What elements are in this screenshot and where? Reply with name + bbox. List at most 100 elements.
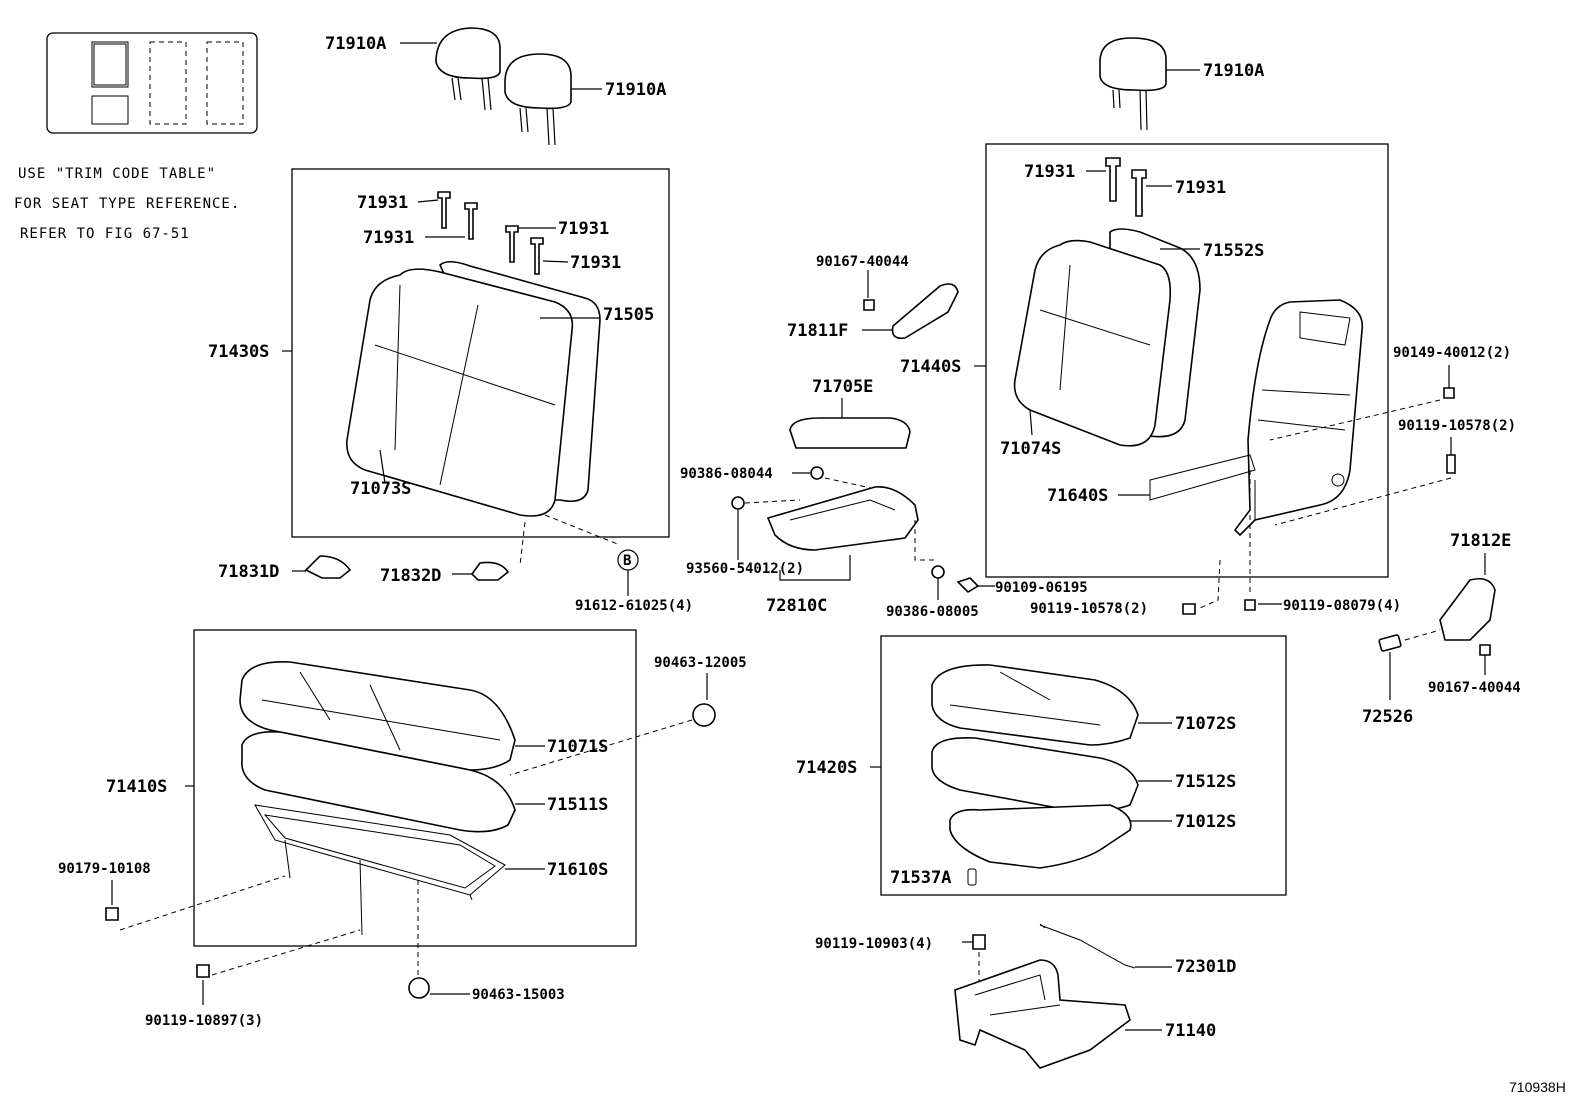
cushion-right-frame [949, 804, 1132, 869]
bolt-90109-06195 [956, 577, 980, 594]
seatback-left-pad [346, 268, 574, 517]
label-90179-10108: 90179-10108 [58, 861, 151, 877]
label-91612-61025: 91612-61025(4) [575, 598, 693, 614]
headrest-guides-left [437, 191, 544, 275]
label-71511s: 71511S [547, 795, 608, 815]
label-71505: 71505 [603, 305, 654, 325]
label-71831d: 71831D [218, 562, 279, 582]
cushion-right-pad [931, 664, 1139, 746]
hinge-cover-1 [304, 555, 352, 579]
seat-release-cable [1039, 923, 1136, 969]
label-72526: 72526 [1362, 707, 1413, 727]
trim-code-legend [46, 32, 258, 134]
left-seatback-frame [291, 168, 670, 538]
label-71140: 71140 [1165, 1021, 1216, 1041]
label-71074s: 71074S [1000, 439, 1061, 459]
bolt-90119-10903 [972, 934, 986, 950]
bolt-90119-08079 [1244, 599, 1256, 611]
seatback-right-pad [1013, 239, 1172, 447]
bolt-90119-10578 [1446, 454, 1456, 474]
headrest-left-1 [435, 27, 501, 111]
hinge-cover-71811f [863, 283, 959, 340]
hook-90463-15003 [408, 977, 430, 999]
label-71071s: 71071S [547, 737, 608, 757]
label-72301d: 72301D [1175, 957, 1236, 977]
cushion-left-pad [239, 661, 516, 771]
label-71931-4: 71931 [570, 253, 621, 273]
label-71552s: 71552S [1203, 241, 1264, 261]
label-71640s: 71640S [1047, 486, 1108, 506]
label-90119-10578-1: 90119-10578(2) [1398, 418, 1516, 434]
label-71440s: 71440S [900, 357, 961, 377]
clip-72526 [1378, 634, 1402, 652]
label-90167-40044-1: 90167-40044 [816, 254, 909, 270]
circle-b-marker: B [617, 549, 639, 571]
label-71910a-3: 71910A [1203, 61, 1264, 81]
label-90463-15003: 90463-15003 [472, 987, 565, 1003]
label-71705e: 71705E [812, 377, 873, 397]
label-71931-6: 71931 [1175, 178, 1226, 198]
label-71072s: 71072S [1175, 714, 1236, 734]
clip-71537a [967, 868, 977, 886]
cushion-left-frame [254, 804, 506, 936]
circle-b-letter: B [623, 553, 631, 569]
headrest-right [1099, 37, 1167, 131]
label-72810c: 72810C [766, 596, 827, 616]
bolt-90119-10578-b [1182, 603, 1196, 615]
seatback-frame-right [1149, 299, 1364, 537]
seat-leg-frame [954, 959, 1131, 1069]
console-box [766, 486, 919, 551]
label-90109-06195: 90109-06195 [995, 580, 1088, 596]
grommet-1 [810, 466, 824, 480]
label-71610s: 71610S [547, 860, 608, 880]
label-90119-10897: 90119-10897(3) [145, 1013, 263, 1029]
label-90119-08079: 90119-08079(4) [1283, 598, 1401, 614]
label-71931-2: 71931 [363, 228, 414, 248]
label-90149-40012: 90149-40012(2) [1393, 345, 1511, 361]
headrest-guides-right [1105, 157, 1147, 217]
bolt-90119-10897 [196, 964, 210, 978]
cushion-right-cover [931, 736, 1139, 813]
label-90119-10903: 90119-10903(4) [815, 936, 933, 952]
label-90386-08044: 90386-08044 [680, 466, 773, 482]
bolt-90149-40012 [1443, 387, 1455, 399]
label-71512s: 71512S [1175, 772, 1236, 792]
label-71931-1: 71931 [357, 193, 408, 213]
grommet-2 [931, 565, 945, 579]
bolt-90179-10108 [105, 907, 119, 921]
headrest-left-2 [504, 53, 572, 146]
label-71910a-2: 71910A [605, 80, 666, 100]
recliner-knob [1439, 577, 1496, 641]
label-71420s: 71420S [796, 758, 857, 778]
label-71832d: 71832D [380, 566, 441, 586]
cushion-left-cover [241, 730, 516, 833]
screw-1 [731, 496, 745, 510]
label-71073s: 71073S [350, 479, 411, 499]
label-71931-3: 71931 [558, 219, 609, 239]
bolt-90167-40044-2 [1479, 644, 1491, 656]
right-cushion-frame [880, 635, 1287, 896]
label-71931-5: 71931 [1024, 162, 1075, 182]
console-lid [789, 417, 911, 449]
note-line-1: USE "TRIM CODE TABLE" [18, 166, 216, 182]
left-cushion-frame [193, 629, 637, 947]
label-71012s: 71012S [1175, 812, 1236, 832]
label-90167-40044-2: 90167-40044 [1428, 680, 1521, 696]
label-93560-54012: 93560-54012(2) [686, 561, 804, 577]
right-seatback-frame [985, 143, 1389, 578]
label-90463-12005: 90463-12005 [654, 655, 747, 671]
label-71537a: 71537A [890, 868, 951, 888]
label-71812e: 71812E [1450, 531, 1511, 551]
label-71910a-1: 71910A [325, 34, 386, 54]
label-90119-10578-2: 90119-10578(2) [1030, 601, 1148, 617]
label-71811f: 71811F [787, 321, 848, 341]
note-line-2: FOR SEAT TYPE REFERENCE. [14, 196, 240, 212]
hinge-cover-2 [470, 561, 510, 581]
label-90386-08005: 90386-08005 [886, 604, 979, 620]
label-71430s: 71430S [208, 342, 269, 362]
label-71410s: 71410S [106, 777, 167, 797]
note-line-3: REFER TO FIG 67-51 [20, 226, 190, 242]
figure-number: 710938H [1509, 1079, 1566, 1095]
